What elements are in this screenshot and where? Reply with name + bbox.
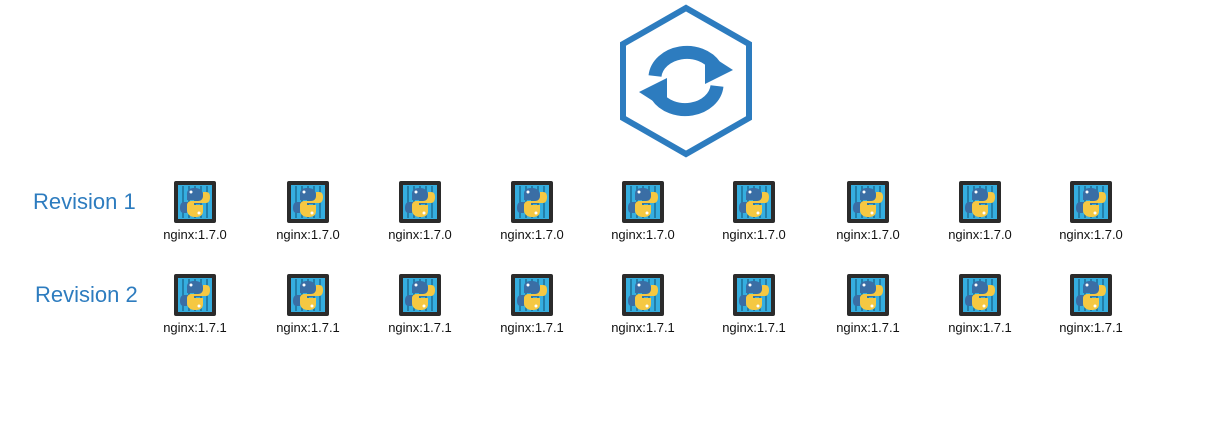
container-icon — [732, 273, 776, 317]
pod-rev2: nginx:1.7.1 — [603, 273, 683, 337]
pod-image-label: nginx:1.7.1 — [500, 320, 564, 335]
container-icon — [286, 180, 330, 224]
pod-rev2: nginx:1.7.1 — [155, 273, 235, 337]
pod-image-label: nginx:1.7.1 — [722, 320, 786, 335]
pod-rev2: nginx:1.7.1 — [268, 273, 348, 337]
pod-image-label: nginx:1.7.0 — [1059, 227, 1123, 242]
pod-rev1: nginx:1.7.0 — [714, 180, 794, 244]
pod-rev1: nginx:1.7.0 — [155, 180, 235, 244]
container-icon — [621, 273, 665, 317]
pod-image-label: nginx:1.7.0 — [611, 227, 675, 242]
pod-rev2: nginx:1.7.1 — [714, 273, 794, 337]
pod-image-label: nginx:1.7.0 — [276, 227, 340, 242]
refresh-hexagon-icon — [620, 4, 752, 158]
pod-rev2: nginx:1.7.1 — [828, 273, 908, 337]
pod-rev1: nginx:1.7.0 — [828, 180, 908, 244]
pod-image-label: nginx:1.7.0 — [163, 227, 227, 242]
pod-image-label: nginx:1.7.1 — [163, 320, 227, 335]
container-icon — [621, 180, 665, 224]
pod-rev2: nginx:1.7.1 — [940, 273, 1020, 337]
container-icon — [510, 273, 554, 317]
pod-rev1: nginx:1.7.0 — [380, 180, 460, 244]
pod-image-label: nginx:1.7.0 — [836, 227, 900, 242]
container-icon — [173, 273, 217, 317]
pod-image-label: nginx:1.7.1 — [276, 320, 340, 335]
container-icon — [286, 273, 330, 317]
container-icon — [1069, 273, 1113, 317]
container-icon — [398, 273, 442, 317]
pod-rev2: nginx:1.7.1 — [492, 273, 572, 337]
pod-image-label: nginx:1.7.1 — [611, 320, 675, 335]
container-icon — [958, 273, 1002, 317]
pod-rev1: nginx:1.7.0 — [603, 180, 683, 244]
container-icon — [958, 180, 1002, 224]
pod-rev1: nginx:1.7.0 — [940, 180, 1020, 244]
container-icon — [846, 273, 890, 317]
container-icon — [510, 180, 554, 224]
pod-image-label: nginx:1.7.0 — [388, 227, 452, 242]
pod-image-label: nginx:1.7.0 — [722, 227, 786, 242]
revision-2-label: Revision 2 — [35, 282, 138, 307]
pod-image-label: nginx:1.7.1 — [1059, 320, 1123, 335]
pod-image-label: nginx:1.7.1 — [836, 320, 900, 335]
pod-image-label: nginx:1.7.1 — [948, 320, 1012, 335]
pod-rev1: nginx:1.7.0 — [492, 180, 572, 244]
pod-image-label: nginx:1.7.0 — [948, 227, 1012, 242]
revision-1-label: Revision 1 — [33, 189, 136, 214]
pod-rev1: nginx:1.7.0 — [268, 180, 348, 244]
container-icon — [398, 180, 442, 224]
container-icon — [173, 180, 217, 224]
pod-rev2: nginx:1.7.1 — [380, 273, 460, 337]
pod-rev1: nginx:1.7.0 — [1051, 180, 1131, 244]
container-icon — [732, 180, 776, 224]
pod-image-label: nginx:1.7.1 — [388, 320, 452, 335]
container-icon — [846, 180, 890, 224]
container-icon — [1069, 180, 1113, 224]
pod-image-label: nginx:1.7.0 — [500, 227, 564, 242]
pod-rev2: nginx:1.7.1 — [1051, 273, 1131, 337]
